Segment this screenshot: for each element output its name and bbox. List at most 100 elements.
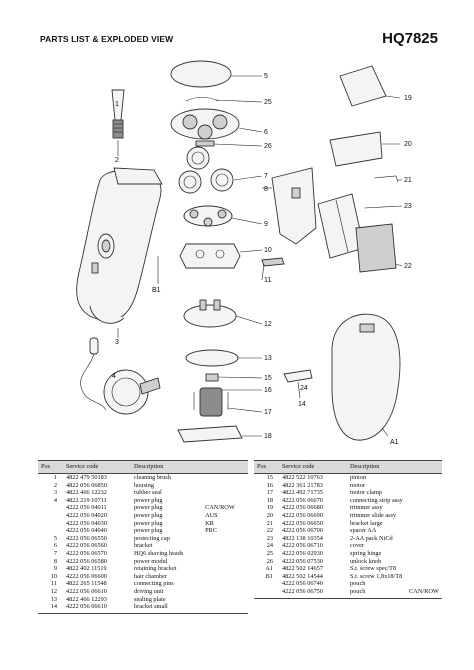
- callout-23: 23: [404, 203, 412, 210]
- cleaning-brush-part: [111, 89, 125, 139]
- row-service-code: 4822 479 50183: [66, 474, 107, 481]
- row-service-code: 4222 056 02930: [282, 549, 323, 557]
- row-service-code: 4222 056 06610: [66, 587, 107, 595]
- row-pos: [38, 520, 63, 528]
- row-pos: 1: [53, 474, 57, 481]
- callout-6: 6: [264, 129, 268, 136]
- callout-22: 22: [404, 263, 412, 270]
- callout-b1: B1: [152, 287, 161, 294]
- row-description: bracket small: [131, 603, 203, 614]
- row-service-code: 4222 056 06710: [282, 542, 323, 550]
- row-pos: 3: [53, 489, 57, 497]
- row-description: pouch: [347, 587, 407, 599]
- row-region: [406, 580, 442, 588]
- row-pos: 6: [53, 542, 57, 550]
- row-description: spring hinge: [350, 549, 382, 557]
- row-region: [406, 550, 442, 558]
- row-description: sealing plate: [134, 595, 166, 603]
- row-pos: 26: [266, 557, 273, 565]
- callout-21: 21: [404, 177, 412, 184]
- row-region: [406, 542, 442, 550]
- row-region: [406, 512, 442, 520]
- header-service-code: Service code: [63, 460, 131, 474]
- row-description: hair chamber: [134, 572, 168, 580]
- callout-17: 17: [264, 409, 272, 416]
- row-description: spacer AA: [350, 527, 377, 535]
- row-pos: 21: [266, 519, 273, 527]
- row-region: [406, 474, 442, 482]
- page-title: PARTS LIST & EXPLODED VIEW: [40, 34, 174, 44]
- bracket-small-part: [283, 369, 313, 383]
- row-description: cleaning brush: [134, 474, 171, 481]
- row-service-code: 4822 219 10711: [66, 496, 107, 504]
- row-description: motor: [350, 481, 366, 489]
- driving-unit-part: [183, 299, 237, 328]
- row-region: KR: [205, 519, 214, 527]
- table-row: 8 4222 056 06580 power modul: [38, 558, 248, 566]
- table-header-row: Pos Service code Description: [38, 460, 248, 474]
- row-region: [406, 573, 442, 581]
- row-pos: 7: [53, 549, 57, 557]
- row-description: cover: [350, 542, 364, 550]
- callout-16: 16: [264, 387, 272, 394]
- row-service-code: 4822 466 12293: [66, 595, 107, 603]
- screw-a1-part: [381, 427, 389, 437]
- battery-pack-part: [317, 193, 365, 259]
- row-pos: 9: [53, 565, 57, 573]
- row-pos: 8: [53, 557, 57, 565]
- row-description: power plug: [134, 519, 163, 527]
- protecting-cap-part: [170, 60, 232, 88]
- row-service-code: 4222 056 04040: [66, 527, 107, 535]
- trimmer-slide-part: [329, 131, 383, 167]
- housing-part: [76, 167, 163, 322]
- unlock-knob-part: [195, 140, 215, 147]
- row-region: [406, 565, 442, 573]
- row-service-code: 4822 265 11548: [66, 580, 107, 588]
- row-service-code: 4222 056 04011: [66, 504, 107, 512]
- row-description: motor clamp: [350, 489, 383, 497]
- row-service-code: 4222 056 07530: [282, 557, 323, 565]
- cover-part: [331, 313, 401, 441]
- header-pos: Pos: [38, 460, 63, 474]
- row-region: [406, 527, 442, 535]
- row-region: [406, 520, 442, 528]
- row-service-code: 4222 056 06650: [282, 519, 323, 527]
- bracket-large-part: [373, 175, 399, 183]
- row-service-code: 4222 056 06580: [66, 557, 107, 565]
- row-region: [406, 535, 442, 543]
- table-row: 7 4222 056 06570 HQ6 shaving heads: [38, 550, 248, 558]
- row-service-code: 4222 056 06570: [66, 549, 107, 557]
- pinion-part: [205, 373, 219, 382]
- row-description: power plug: [134, 511, 163, 519]
- row-service-code: 4822 522 10763: [282, 474, 323, 481]
- callout-18: 18: [264, 433, 272, 440]
- row-pos: 10: [50, 572, 57, 580]
- row-pos: [38, 512, 63, 520]
- row-region: CAN/ROW: [205, 504, 235, 512]
- shaving-heads-part: [178, 146, 234, 194]
- row-description: power modul: [134, 557, 168, 565]
- row-description: HQ6 shaving heads: [134, 549, 184, 557]
- row-region: [202, 565, 248, 573]
- spring-hinge-part: [185, 96, 219, 102]
- callout-20: 20: [404, 141, 412, 148]
- row-description: S.t. screw 1,8x18/T8: [350, 572, 403, 580]
- table-row: 4222 056 04040 power plug PRC: [38, 527, 248, 535]
- row-region: [202, 596, 248, 604]
- row-description: power plug: [134, 527, 163, 535]
- hair-chamber-part: [179, 243, 241, 269]
- row-region: PRC: [205, 527, 217, 535]
- row-pos: [254, 580, 279, 588]
- row-region: [202, 588, 248, 596]
